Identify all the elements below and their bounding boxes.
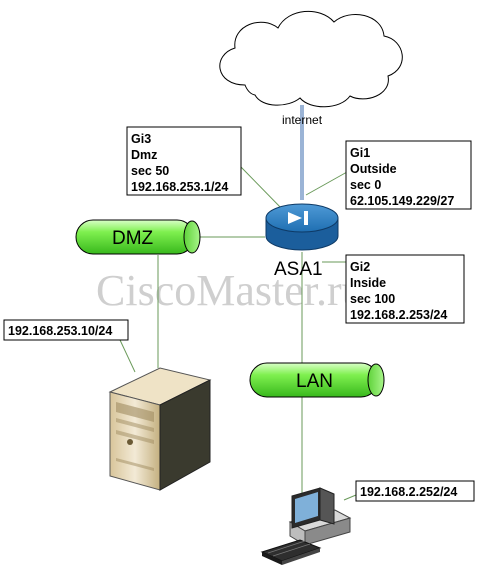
gi1-interface-box	[345, 140, 472, 210]
server-ip: 192.168.253.10/24	[8, 324, 112, 338]
internet-label: internet	[282, 113, 323, 127]
gi3-zone: Dmz	[131, 148, 157, 162]
gi2-ip: 192.168.2.253/24	[350, 308, 447, 322]
watermark: CiscoMaster.ru	[96, 266, 364, 315]
dmz-segment-icon	[75, 219, 201, 255]
internet-cloud-icon	[219, 10, 403, 108]
gi2-zone: Inside	[350, 276, 386, 290]
pc-ip-box	[355, 480, 475, 502]
pc-ip-leader	[343, 494, 357, 501]
asa-firewall-icon	[265, 203, 339, 251]
gi3-security-level: sec 50	[131, 164, 169, 178]
lan-label: LAN	[296, 371, 333, 392]
gi3-ip: 192.168.253.1/24	[131, 180, 228, 194]
pc-ip: 192.168.2.252/24	[360, 485, 457, 499]
server-ip-leader	[119, 339, 136, 373]
gi2-interface-box	[345, 254, 465, 324]
gi1-zone: Outside	[350, 162, 397, 176]
gi3-name: Gi3	[131, 132, 151, 146]
gi2-name: Gi2	[350, 260, 370, 274]
gi1-leader-line	[305, 171, 348, 196]
gi3-leader-line	[239, 165, 286, 213]
gi3-interface-box	[126, 126, 242, 196]
dmz-label: DMZ	[112, 228, 154, 249]
server-icon	[108, 367, 212, 491]
gi1-name: Gi1	[350, 146, 370, 160]
asa-label: ASA1	[274, 259, 323, 280]
gi1-ip: 62.105.149.229/27	[350, 194, 454, 208]
gi1-security-level: sec 0	[350, 178, 381, 192]
workstation-icon	[260, 487, 352, 565]
server-ip-box	[3, 319, 129, 341]
lan-segment-icon	[249, 362, 385, 398]
gi2-security-level: sec 100	[350, 292, 395, 306]
